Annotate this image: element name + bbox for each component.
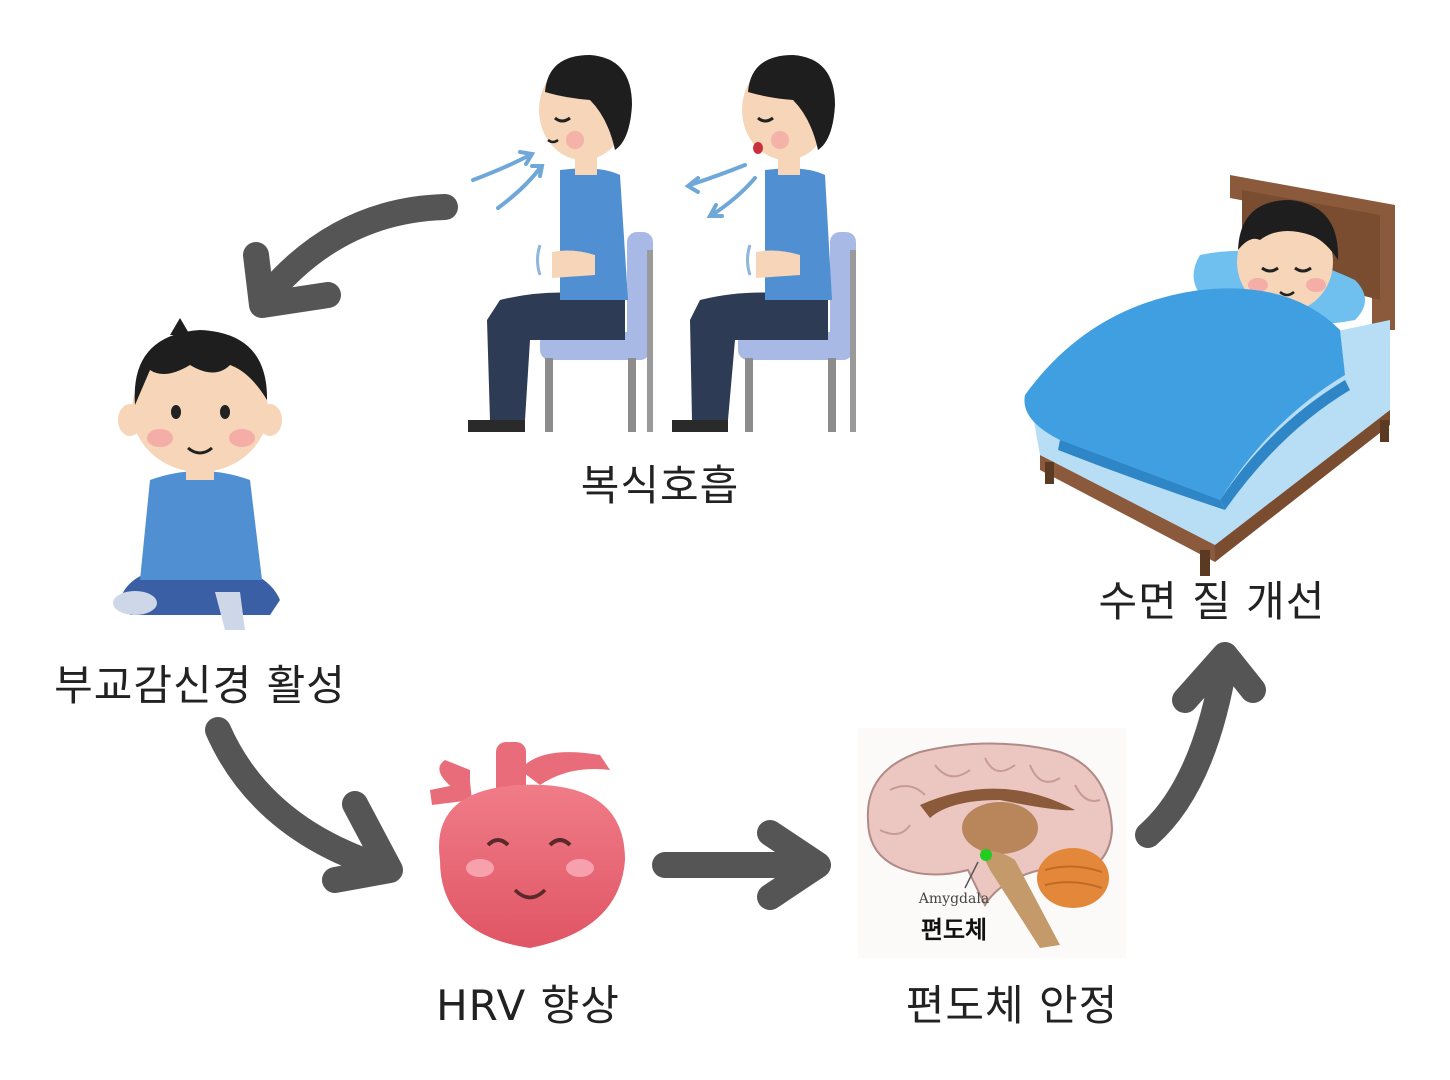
brain-figure: Amygdala 편도체 <box>858 728 1126 958</box>
step-label-amygdala: 편도체 안정 <box>905 981 1119 1030</box>
amygdala-marker <box>980 849 992 861</box>
arrow-amygdala-to-sleep <box>1135 642 1266 848</box>
sleeping-bed-icon <box>1024 175 1395 576</box>
breathing-illustration <box>468 55 856 432</box>
step-label-sleep: 수면 질 개선 <box>1098 577 1326 626</box>
step-label-hrv: HRV 향상 <box>436 981 620 1030</box>
breathing-person-exhale-icon <box>672 55 856 432</box>
cycle-arrows <box>205 194 1266 910</box>
arrow-hrv-to-amygdala <box>652 820 831 910</box>
brain-label-en: Amygdala <box>918 891 989 907</box>
arrow-parasympathetic-to-hrv <box>205 717 403 893</box>
step-label-breathing: 복식호흡 <box>580 461 740 510</box>
step-label-parasympathetic: 부교감신경 활성 <box>54 661 346 710</box>
brain-label-ko: 편도체 <box>921 916 987 944</box>
heart-character-icon <box>430 742 625 948</box>
sitting-boy-icon <box>113 318 282 630</box>
arrow-breathing-to-parasympathetic <box>243 194 458 318</box>
inhale-breath-lines-icon <box>471 150 545 210</box>
breathing-person-inhale-icon <box>468 55 653 432</box>
exhale-breath-lines-icon <box>684 163 757 218</box>
